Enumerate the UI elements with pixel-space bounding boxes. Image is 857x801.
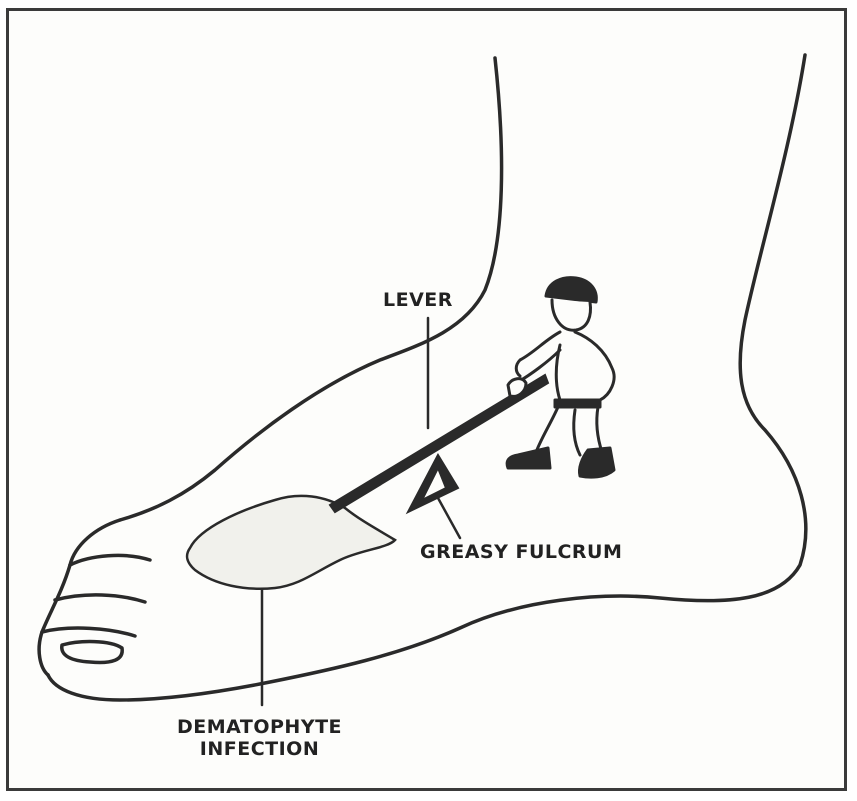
infection-label-line-2: INFECTION (177, 739, 342, 761)
belt (555, 400, 600, 407)
toe-line-1 (70, 555, 150, 565)
toe-line-2 (55, 595, 145, 602)
big-toe (39, 520, 120, 675)
lever-label: LEVER (383, 290, 453, 312)
worker-figure (507, 278, 614, 477)
infection-label: DEMATOPHYTE INFECTION (177, 717, 342, 761)
fulcrum-leader (438, 498, 460, 538)
infection-label-line-1: DEMATOPHYTE (177, 717, 342, 739)
boot-left (507, 448, 550, 468)
boot-right (579, 448, 614, 477)
toe-line-3 (42, 628, 135, 636)
toenail (62, 642, 122, 663)
head (552, 300, 590, 330)
fulcrum-label: GREASY FULCRUM (420, 542, 622, 564)
helmet (546, 278, 596, 302)
infection-patch (187, 496, 395, 589)
